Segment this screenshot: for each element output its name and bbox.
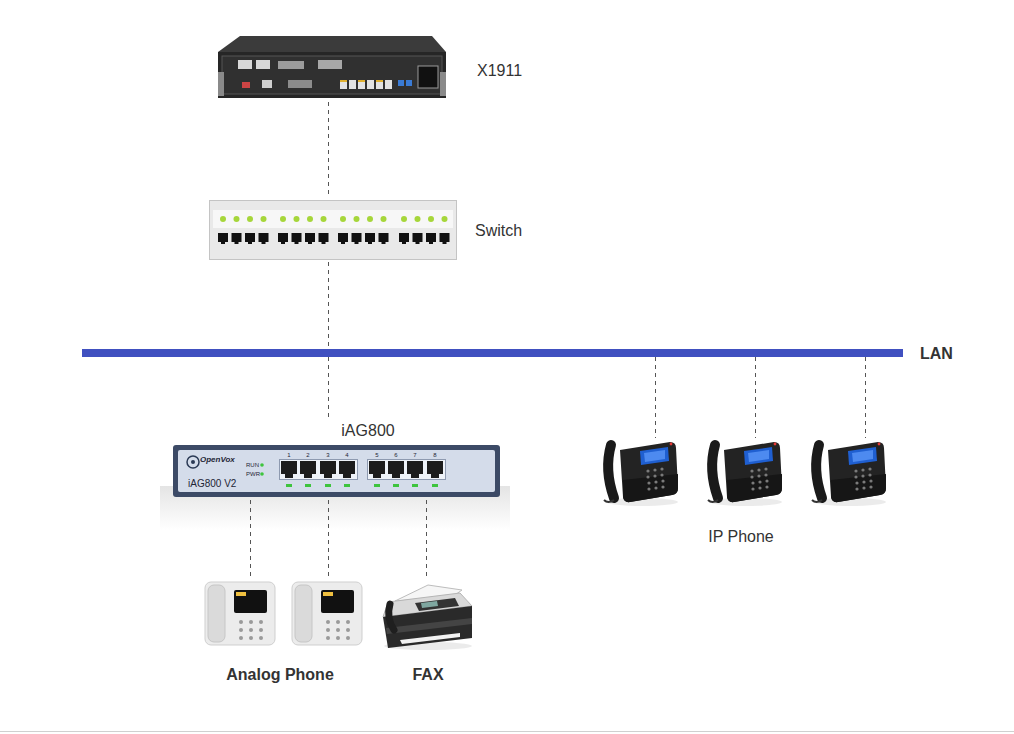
switch-device: Switch [205,198,540,262]
ip-phone-group: IP Phone [595,438,890,550]
port-number: 7 [413,452,416,458]
brand-marking: OpenVox [200,456,235,464]
gateway-illustration [160,445,510,530]
network-link [755,357,756,438]
lan-band: LAN [82,349,903,357]
network-link [328,357,329,420]
fax-illustration [383,585,472,650]
device-label: Analog Phone [226,665,334,684]
port-number: 4 [345,452,348,458]
device-label: iAG800 [341,421,394,440]
device-label: LAN [920,344,953,363]
network-link [328,102,329,198]
network-link [328,500,329,580]
fax-device: FAX [378,580,478,690]
led-marking: PWR [246,471,260,477]
analog-phone-group: Analog Phone [200,580,365,690]
device-label: X1911 [477,61,522,80]
server-device: X1911 [215,30,535,102]
bottom-rule [0,731,1014,732]
port-number: 8 [433,452,436,458]
port-number: 1 [287,452,290,458]
network-link [250,500,251,580]
switch-illustration [210,201,457,260]
device-label: FAX [412,665,443,684]
device-label: Switch [475,221,522,240]
server-illustration [218,36,446,98]
port-number: 3 [326,452,329,458]
network-link [426,500,427,580]
port-number: 2 [306,452,309,458]
port-number: 6 [394,452,397,458]
network-link [865,357,866,438]
network-link [328,262,329,349]
network-link [655,357,656,438]
model-marking: iAG800 V2 [188,479,236,489]
port-number: 5 [375,452,378,458]
device-label: IP Phone [708,527,774,546]
analog-phone-illustration [205,582,362,645]
led-marking: RUN [246,462,259,468]
ip-phone-illustration [604,442,886,506]
